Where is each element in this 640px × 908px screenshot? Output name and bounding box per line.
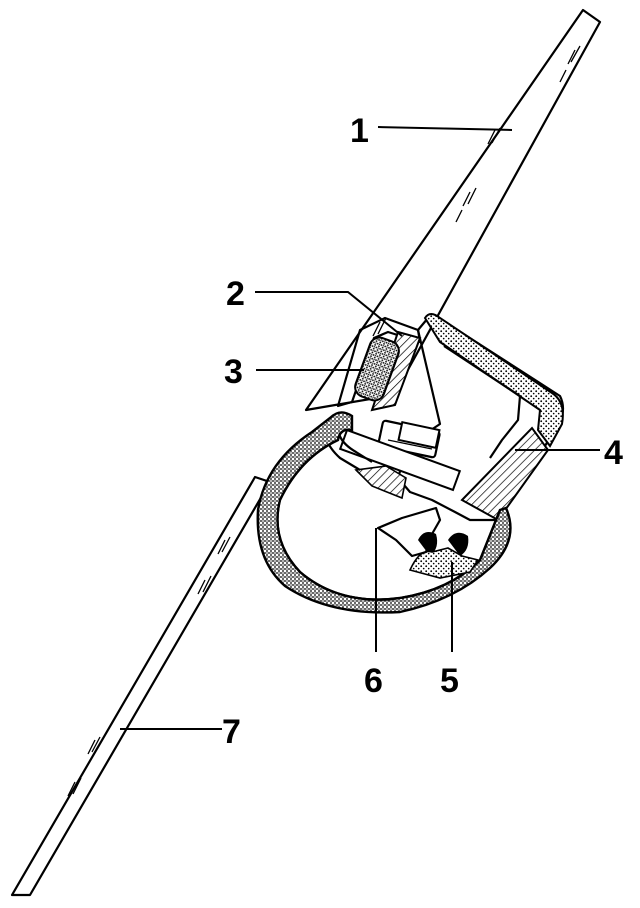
leader-lines (120, 126, 600, 730)
gasket-profile (408, 532, 480, 579)
callout-4: 4 (604, 434, 623, 472)
callout-3: 3 (224, 353, 243, 391)
bolt-assembly (324, 417, 462, 500)
support-bracket (376, 506, 442, 558)
callout-7: 7 (222, 713, 241, 751)
glazing-spacer-block (354, 336, 400, 402)
leader-1 (377, 126, 513, 131)
lower-glass-pane (10, 475, 272, 897)
callout-5: 5 (440, 662, 459, 700)
leader-2 (255, 291, 403, 337)
callout-2: 2 (226, 275, 245, 313)
callout-1: 1 (350, 112, 369, 150)
callout-6: 6 (364, 662, 383, 700)
